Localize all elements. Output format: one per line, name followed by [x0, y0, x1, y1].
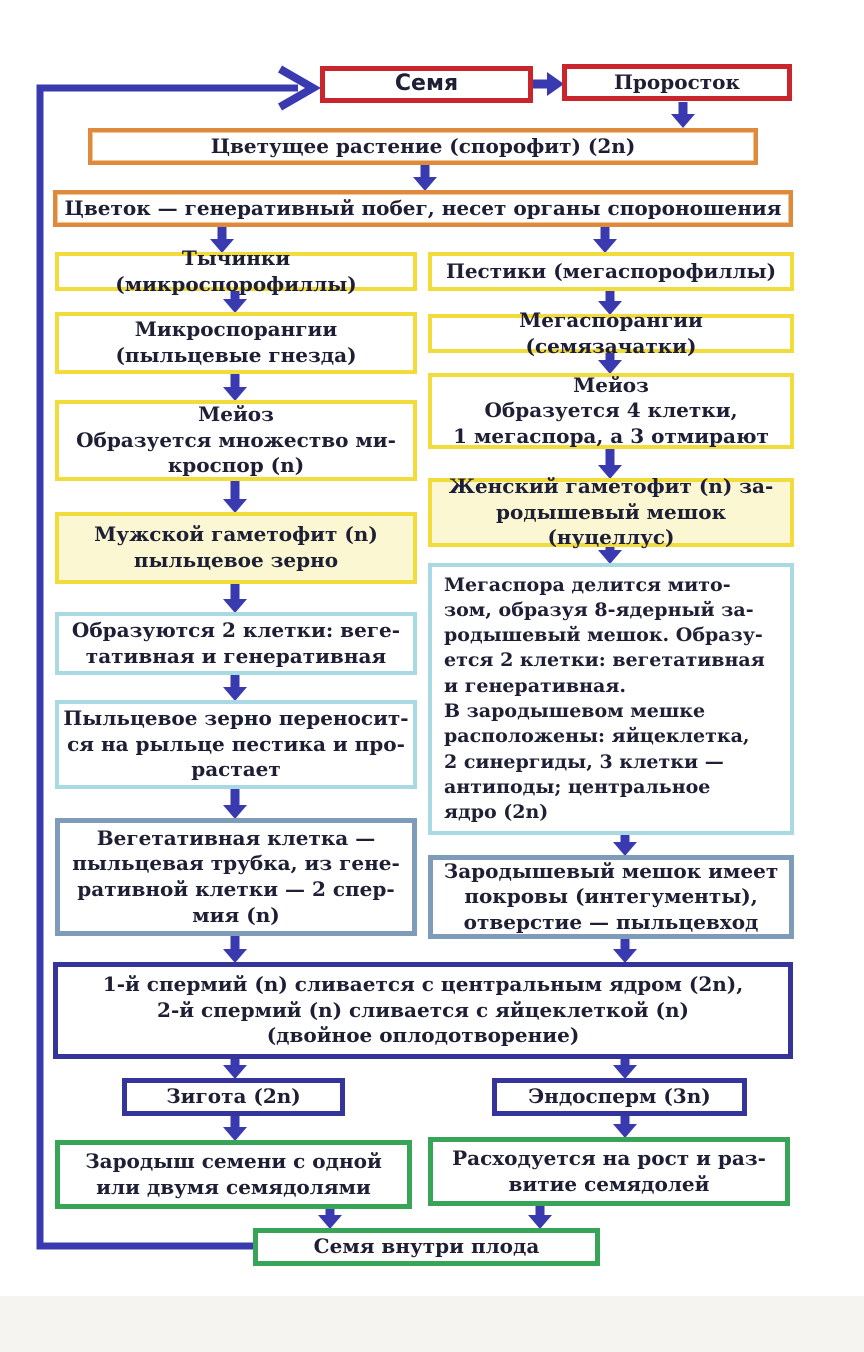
- node-endosperm: Эндосперм (3n): [492, 1078, 747, 1116]
- cycle-loop-arrowhead-icon: [278, 65, 322, 111]
- flow-arrowhead-icon: [413, 177, 437, 191]
- node-megasporangia: Мегаспорангии (семязачатки): [428, 308, 794, 358]
- node-flowering-plant: Цветущее растение (спорофит) (2n): [88, 128, 758, 165]
- flow-arrowhead-icon: [613, 1124, 637, 1138]
- node-pollen-transfer: Пыльцевое зерно переносит- ся на рыльце …: [55, 700, 417, 789]
- flow-arrowhead-icon: [223, 687, 247, 701]
- flow-arrowhead-icon: [598, 301, 622, 315]
- flow-arrowhead-icon: [223, 499, 247, 513]
- node-fertilization: 1-й спермий (n) сливается с центральным …: [53, 962, 793, 1059]
- node-two-cells: Образуются 2 клетки: веге- тативная и ге…: [55, 612, 417, 675]
- node-megaspore-mitosis: Мегаспора делится мито- зом, образуя 8-я…: [428, 563, 794, 835]
- cycle-loop-line: [36, 84, 298, 1250]
- node-seed: Семя: [320, 66, 533, 103]
- node-female-gametophyte: Женский гаметофит (n) за- родышевый мешо…: [428, 474, 794, 549]
- flow-arrowhead-icon: [613, 842, 637, 856]
- flow-arrowhead-icon: [613, 949, 637, 963]
- node-microsporangia: Микроспорангии (пыльцевые гнезда): [55, 312, 417, 374]
- node-vegetative-cell: Вегетативная клетка — пыльцевая трубка, …: [55, 818, 417, 936]
- node-zygote: Зигота (2n): [122, 1078, 345, 1116]
- flow-arrowhead-icon: [671, 114, 695, 128]
- seed-to-seedling-arrowhead-icon: [547, 72, 564, 96]
- node-embryo-sac-cover: Зародышевый мешок имеет покровы (интегум…: [428, 855, 794, 939]
- flow-arrowhead-icon: [223, 805, 247, 819]
- flow-arrowhead-icon: [210, 239, 234, 253]
- node-cotyledon-growth: Расходуется на рост и раз- витие семядол…: [428, 1137, 790, 1206]
- node-seed-embryo: Зародыш семени с одной или двумя семядол…: [55, 1140, 412, 1209]
- node-pistils: Пестики (мегаспорофиллы): [428, 252, 794, 291]
- flow-arrowhead-icon: [598, 360, 622, 374]
- flow-arrowhead-icon: [528, 1215, 552, 1229]
- node-meiosis-male: Мейоз Образуется множество ми- кроспор (…: [55, 400, 417, 481]
- node-male-gametophyte: Мужской гаметофит (n) пыльцевое зерно: [55, 512, 417, 584]
- flow-arrowhead-icon: [223, 949, 247, 963]
- flow-arrowhead-icon: [593, 239, 617, 253]
- down-arrows-group: [210, 102, 695, 1229]
- flow-arrowhead-icon: [223, 299, 247, 313]
- flow-arrowhead-icon: [598, 550, 622, 564]
- node-seedling: Проросток: [562, 64, 792, 101]
- flow-arrowhead-icon: [223, 599, 247, 613]
- flow-arrowhead-icon: [318, 1215, 342, 1229]
- flow-arrowhead-icon: [223, 387, 247, 401]
- flow-arrowhead-icon: [598, 465, 622, 479]
- node-flower: Цветок — генеративный побег, несет орган…: [53, 190, 793, 227]
- flow-arrowhead-icon: [223, 1065, 247, 1079]
- node-meiosis-female: Мейоз Образуется 4 клетки, 1 мегаспора, …: [428, 373, 794, 449]
- node-seed-in-fruit: Семя внутри плода: [253, 1228, 600, 1266]
- page-bottom-margin: [0, 1296, 864, 1352]
- node-stamens: Тычинки (микроспорофиллы): [55, 246, 417, 296]
- flow-arrowhead-icon: [223, 1127, 247, 1141]
- flow-arrowhead-icon: [613, 1065, 637, 1079]
